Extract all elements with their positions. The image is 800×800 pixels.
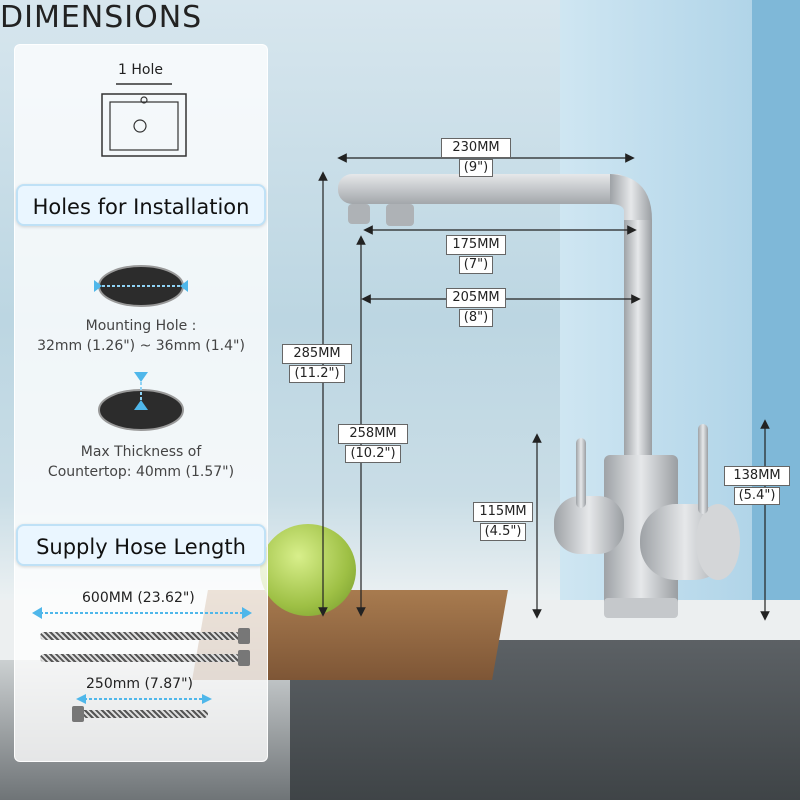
dim-height-lever: 138MM (5.4") bbox=[724, 466, 790, 505]
dim-spout-175-inch: (7") bbox=[458, 256, 494, 274]
hole-diagram-label: 1 Hole bbox=[118, 62, 163, 78]
mounting-hole-label: Mounting Hole : bbox=[85, 318, 197, 334]
dim-spout-205: 205MM (8") bbox=[446, 288, 506, 327]
hose-short bbox=[80, 710, 208, 718]
window-frame bbox=[752, 0, 800, 640]
dim-height-handle-mm: 115MM bbox=[473, 502, 533, 522]
hose-long-1 bbox=[40, 632, 240, 640]
dim-spout-205-mm: 205MM bbox=[446, 288, 506, 308]
page-title: DIMENSIONS bbox=[0, 0, 203, 35]
countertop-thickness-icon bbox=[98, 372, 184, 431]
sink-hole-icon bbox=[101, 83, 187, 157]
dim-height-total: 285MM (11.2") bbox=[282, 344, 352, 383]
hose-long-2-fitting bbox=[238, 650, 250, 666]
thickness-label: Max Thickness of bbox=[80, 444, 202, 460]
dim-spout-175-mm: 175MM bbox=[446, 235, 506, 255]
dim-height-lever-inch: (5.4") bbox=[733, 487, 781, 505]
dim-height-spout-inch: (10.2") bbox=[345, 445, 401, 463]
apple-image bbox=[260, 524, 356, 616]
dim-width-total: 230MM (9") bbox=[441, 138, 511, 177]
dim-spout-205-inch: (8") bbox=[458, 309, 494, 327]
mounting-hole-value: 32mm (1.26") ~ 36mm (1.4") bbox=[37, 338, 245, 354]
hose-short-arrow bbox=[76, 694, 212, 704]
hose-long-arrow bbox=[32, 607, 252, 619]
dim-height-spout: 258MM (10.2") bbox=[338, 424, 408, 463]
dim-height-handle: 115MM (4.5") bbox=[473, 502, 533, 541]
holes-header: Holes for Installation bbox=[16, 184, 266, 226]
hose-short-fitting bbox=[72, 706, 84, 722]
dim-height-total-inch: (11.2") bbox=[289, 365, 345, 383]
dim-width-total-mm: 230MM bbox=[441, 138, 511, 158]
mounting-hole-icon bbox=[94, 265, 188, 307]
dim-height-lever-mm: 138MM bbox=[724, 466, 790, 486]
hose-long-2 bbox=[40, 654, 240, 662]
dim-width-total-inch: (9") bbox=[458, 159, 494, 177]
dim-height-handle-inch: (4.5") bbox=[479, 523, 527, 541]
dim-height-total-mm: 285MM bbox=[282, 344, 352, 364]
hose-header: Supply Hose Length bbox=[16, 524, 266, 566]
hose-long-1-fitting bbox=[238, 628, 250, 644]
hose-short-label: 250mm (7.87") bbox=[86, 676, 193, 692]
thickness-value: Countertop: 40mm (1.57") bbox=[47, 464, 235, 480]
dim-height-spout-mm: 258MM bbox=[338, 424, 408, 444]
dim-spout-175: 175MM (7") bbox=[446, 235, 506, 274]
hose-long-label: 600MM (23.62") bbox=[82, 590, 195, 606]
